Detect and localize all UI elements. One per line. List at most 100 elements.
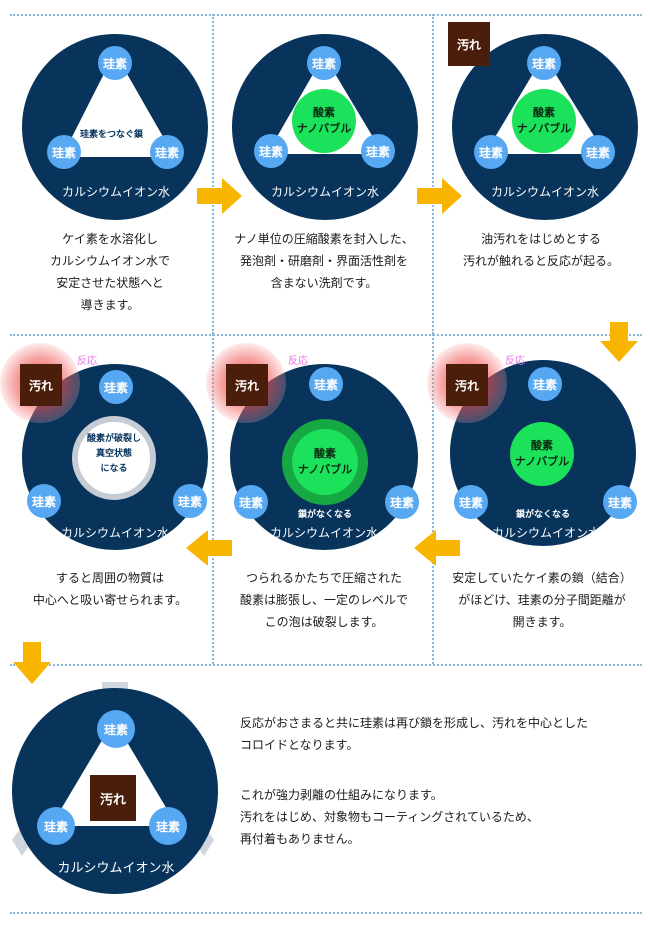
nanobubble-line1: 酸素 — [533, 106, 555, 120]
caption-line: すると周囲の物質は — [55, 571, 164, 585]
silicon-left: 珪素 — [27, 484, 61, 518]
calcium-water-label: カルシウムイオン水 — [270, 185, 379, 199]
calcium-water-label: カルシウムイオン水 — [269, 526, 378, 540]
caption-line: 発泡剤・研磨剤・界面活性剤を — [239, 254, 408, 268]
oxygen-nanobubble: 酸素 ナノバブル — [292, 89, 356, 153]
divider-v2-top — [432, 14, 434, 334]
calcium-water-label: カルシウムイオン水 — [61, 185, 170, 199]
step6-caption: すると周囲の物質は 中心へと吸い寄せられます。 — [12, 567, 208, 611]
silicon-top: 珪素 — [309, 367, 343, 401]
silicon-left: 珪素 — [234, 485, 268, 519]
silicon-top: 珪素 — [98, 46, 132, 80]
oxygen-nanobubble: 酸素 ナノバブル — [292, 429, 358, 495]
flow-arrow-left-2 — [186, 530, 232, 566]
caption-line: カルシウムイオン水で — [49, 254, 170, 268]
final-line: コロイドとなります。 — [240, 738, 359, 752]
final-line: 再付着もありません。 — [240, 832, 360, 846]
nanobubble-line1: 酸素 — [314, 447, 336, 461]
step5-caption: つられるかたちで圧縮された 酸素は膨張し、一定のレベルで この泡は破裂します。 — [216, 567, 432, 633]
nanobubble-line2: ナノバブル — [296, 122, 352, 135]
silicon-top: 珪素 — [99, 370, 133, 404]
silicon-left: 珪素 — [254, 134, 288, 168]
final-line: 汚れをはじめ、対象物もコーティングされているため、 — [240, 810, 539, 824]
reaction-label: 反応 — [77, 356, 97, 367]
calcium-water-label: カルシウムイオン水 — [57, 861, 175, 876]
chain-gone-label: 鎖がなくなる — [516, 510, 571, 520]
flow-arrow-down-1 — [600, 322, 638, 362]
nanobubble-line1: 酸素 — [531, 439, 553, 453]
reaction-label: 反応 — [288, 356, 308, 367]
divider-row1 — [10, 334, 642, 336]
oxygen-nanobubble: 酸素 ナノバブル — [510, 422, 574, 486]
caption-line: 含まない洗剤です。 — [270, 276, 378, 290]
divider-v1-mid — [212, 334, 214, 664]
caption-line: がほどけ、珪素の分子間距離が — [458, 593, 626, 607]
caption-line: 安定させた状態へと — [56, 276, 164, 290]
caption-line: 安定していたケイ素の鎖（結合） — [452, 571, 632, 585]
divider-bottom — [10, 912, 642, 914]
divider-top — [10, 14, 642, 16]
stain-block: 汚れ — [90, 775, 136, 821]
final-line: 反応がおさまると共に珪素は再び鎖を形成し、汚れを中心とした — [240, 716, 589, 730]
calcium-water-label: カルシウムイオン水 — [60, 526, 169, 540]
calcium-water-label: カルシウムイオン水 — [490, 185, 599, 199]
silicon-right: 珪素 — [149, 807, 187, 845]
silicon-right: 珪素 — [173, 484, 207, 518]
vacuum-line3: になる — [100, 464, 128, 474]
vacuum-line1: 酸素が破裂し — [86, 434, 141, 444]
divider-row2 — [10, 664, 642, 666]
divider-v1-top — [212, 14, 214, 334]
nanobubble-line2: ナノバブル — [516, 122, 572, 135]
silicon-left: 珪素 — [47, 135, 81, 169]
silicon-top: 珪素 — [527, 46, 561, 80]
step3-caption: 油汚れをはじめとする 汚れが触れると反応が起る。 — [436, 228, 646, 272]
caption-line: つられるかたちで圧縮された — [245, 571, 402, 585]
final-paragraph-2: これが強力剥離の仕組みになります。 汚れをはじめ、対象物もコーティングされている… — [240, 784, 642, 850]
final-paragraph-1: 反応がおさまると共に珪素は再び鎖を形成し、汚れを中心とした コロイドとなります。 — [240, 712, 642, 756]
reaction-label: 反応 — [505, 356, 525, 367]
flow-arrow-right-2 — [417, 178, 462, 214]
silicon-right: 珪素 — [603, 485, 637, 519]
stain-block: 汚れ — [448, 22, 490, 66]
chain-label: 珪素をつなぐ鎖 — [80, 130, 144, 140]
caption-line: ナノ単位の圧縮酸素を封入した、 — [234, 232, 414, 246]
step1-caption: ケイ素を水溶化し カルシウムイオン水で 安定させた状態へと 導きます。 — [12, 228, 208, 316]
caption-line: 中心へと吸い寄せられます。 — [32, 593, 188, 607]
step2-caption: ナノ単位の圧縮酸素を封入した、 発泡剤・研磨剤・界面活性剤を 含まない洗剤です。 — [216, 228, 432, 294]
divider-v2-mid — [432, 334, 434, 664]
chain-gone-label: 鎖がなくなる — [298, 510, 353, 520]
calcium-water-label: カルシウムイオン水 — [491, 526, 600, 540]
flow-arrow-right-1 — [197, 178, 242, 214]
silicon-right: 珪素 — [150, 135, 184, 169]
caption-line: 酸素は膨張し、一定のレベルで — [239, 593, 408, 607]
flow-arrow-down-2 — [13, 642, 51, 684]
stain-block: 汚れ — [226, 364, 268, 406]
oxygen-nanobubble: 酸素 ナノバブル — [512, 89, 576, 153]
vacuum-text: 酸素が破裂し 真空状態 になる — [78, 432, 150, 477]
silicon-right: 珪素 — [385, 485, 419, 519]
nanobubble-line2: ナノバブル — [297, 463, 353, 476]
stain-block: 汚れ — [20, 364, 62, 406]
vacuum-line2: 真空状態 — [95, 449, 132, 459]
silicon-top: 珪素 — [528, 367, 562, 401]
caption-line: ケイ素を水溶化し — [62, 232, 158, 246]
silicon-top: 珪素 — [307, 46, 341, 80]
nanobubble-line1: 酸素 — [313, 106, 335, 120]
silicon-left: 珪素 — [474, 135, 508, 169]
final-line: これが強力剥離の仕組みになります。 — [240, 788, 443, 802]
silicon-right: 珪素 — [361, 134, 395, 168]
silicon-left: 珪素 — [454, 485, 488, 519]
silicon-left: 珪素 — [37, 807, 75, 845]
caption-line: 油汚れをはじめとする — [481, 232, 601, 246]
nanobubble-line2: ナノバブル — [514, 455, 570, 468]
silicon-top: 珪素 — [97, 710, 135, 748]
caption-line: 汚れが触れると反応が起る。 — [462, 254, 619, 268]
flow-arrow-left-1 — [414, 530, 460, 566]
silicon-right: 珪素 — [581, 135, 615, 169]
step4-caption: 安定していたケイ素の鎖（結合） がほどけ、珪素の分子間距離が 開きます。 — [436, 567, 648, 633]
caption-line: この泡は破裂します。 — [264, 615, 384, 629]
caption-line: 開きます。 — [512, 615, 572, 629]
stain-block: 汚れ — [446, 364, 488, 406]
caption-line: 導きます。 — [80, 298, 140, 312]
